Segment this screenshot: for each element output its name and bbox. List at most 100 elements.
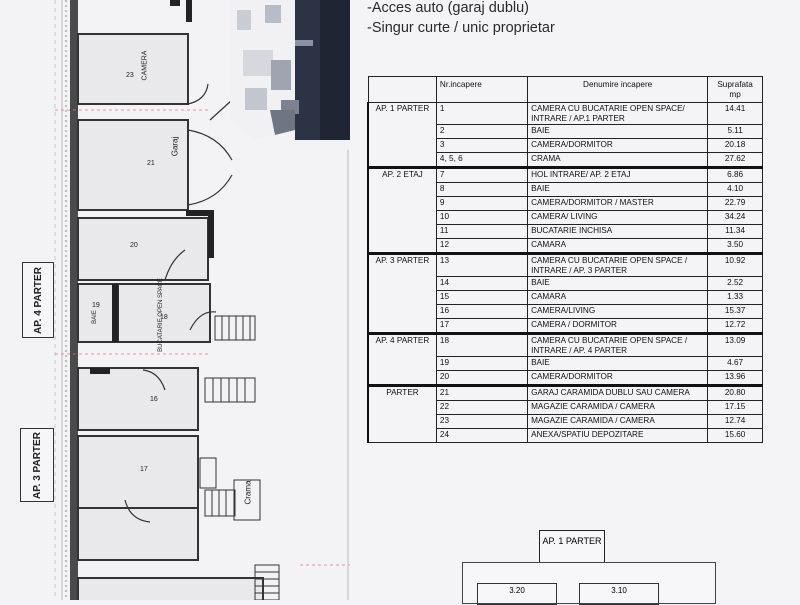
room-area-cell: 5.11 [707, 124, 763, 139]
room-number-cell: 23 [435, 414, 529, 429]
rooms-table-wrapper: Nr.incapere Denumire incapere Suprafata … [366, 76, 763, 443]
side-label-ap4-text: AP. 4 PARTER [32, 266, 44, 334]
room-lower [77, 577, 264, 600]
room-area-cell: 27.62 [707, 152, 763, 168]
plan-number-20: 20 [130, 242, 138, 249]
room-name-cell: CAMERA/DORMITOR [527, 370, 709, 386]
room-name-cell: CAMERA / DORMITOR [527, 318, 709, 334]
plan-number-16: 16 [150, 396, 158, 403]
room-area-cell: 6.86 [707, 166, 763, 183]
room-area-cell: 4.67 [707, 356, 763, 371]
room-name-cell: MAGAZIE CARAMIDA / CAMERA [527, 414, 709, 429]
room-area-cell: 15.37 [707, 304, 763, 319]
room-16 [77, 367, 199, 431]
header-suprafata: Suprafata mp [707, 76, 763, 103]
plan-label-baie-19: BAIE [91, 310, 98, 324]
apartment-cell: PARTER [366, 384, 437, 443]
bottom-plan-preview: 3.20 3.10 [462, 562, 716, 605]
room-number-cell: 10 [435, 210, 529, 225]
apartment-cell: AP. 4 PARTER [366, 332, 437, 386]
room-name-cell: BAIE [527, 182, 709, 197]
room-name-cell: BAIE [527, 276, 709, 291]
room-number-cell: 11 [435, 224, 529, 239]
room-20 [77, 217, 209, 281]
room-area-cell: 15.60 [707, 428, 763, 443]
header-nr-incapere: Nr.incapere [435, 76, 529, 103]
room-name-cell: CAMERA/DORMITOR [527, 138, 709, 153]
building-render-image [230, 0, 350, 140]
room-area-cell: 22.79 [707, 196, 763, 211]
room-name-cell: HOL INTRARE/ AP. 2 ETAJ [527, 166, 709, 183]
room-area-cell: 34.24 [707, 210, 763, 225]
room-name-cell: GARAJ CARAMIDA DUBLU SAU CAMERA [527, 384, 709, 401]
plan-label-garaj: Garaj [170, 136, 180, 157]
room-name-cell: CAMERA CU BUCATARIE OPEN SPACE / INTRARE… [527, 332, 709, 357]
room-number-cell: 12 [435, 238, 529, 254]
room-area-cell: 4.10 [707, 182, 763, 197]
room-name-cell: CAMERA CU BUCATARIE OPEN SPACE / INTRARE… [527, 252, 709, 277]
room-number-cell: 9 [435, 196, 529, 211]
room-number-cell: 16 [435, 304, 529, 319]
room-area-cell: 3.50 [707, 238, 763, 254]
room-18 [117, 283, 211, 343]
header-apartment [367, 76, 437, 103]
plan-number-21: 21 [147, 160, 155, 167]
room-number-cell: 18 [435, 332, 529, 357]
room-name-cell: CAMARA [527, 290, 709, 305]
room-number-cell: 22 [435, 400, 529, 415]
room-number-cell: 15 [435, 290, 529, 305]
bottom-dim-1: 3.20 [477, 583, 557, 605]
room-area-cell: 2.52 [707, 276, 763, 291]
room-number-cell: 2 [435, 124, 529, 139]
room-area-cell: 20.80 [707, 384, 763, 401]
room-number-cell: 13 [435, 252, 529, 277]
plan-number-23: 23 [126, 72, 134, 79]
room-number-cell: 24 [435, 428, 529, 443]
room-21-garaj [77, 119, 189, 211]
room-area-cell: 10.92 [707, 252, 763, 277]
room-number-cell: 17 [435, 318, 529, 334]
room-number-cell: 20 [435, 370, 529, 386]
side-label-ap4: AP. 4 PARTER [22, 262, 54, 338]
room-area-cell: 13.09 [707, 332, 763, 357]
plan-label-crama: Crama [243, 480, 253, 505]
headline-acces-auto: -Acces auto (garaj dublu) [367, 0, 529, 16]
room-name-cell: CAMERA/ LIVING [527, 210, 709, 225]
room-17 [77, 435, 199, 509]
room-number-cell: 21 [435, 384, 529, 401]
room-name-cell: BUCATARIE INCHISA [527, 224, 709, 239]
room-number-cell: 1 [435, 102, 529, 125]
room-name-cell: CAMERA/DORMITOR / MASTER [527, 196, 709, 211]
room-area-cell: 14.41 [707, 102, 763, 125]
rooms-table: Nr.incapere Denumire incapere Suprafata … [366, 76, 763, 443]
room-name-cell: CAMARA [527, 238, 709, 254]
plan-number-18: 18 [160, 314, 168, 321]
side-label-ap3-text: AP. 3 PARTER [31, 431, 43, 499]
room-area-cell: 11.34 [707, 224, 763, 239]
plan-number-19: 19 [92, 302, 100, 309]
room-number-cell: 19 [435, 356, 529, 371]
header-denumire: Denumire incapere [527, 76, 709, 103]
room-area-cell: 20.18 [707, 138, 763, 153]
room-23 [77, 33, 189, 105]
room-name-cell: BAIE [527, 356, 709, 371]
room-number-cell: 3 [435, 138, 529, 153]
room-name-cell: CAMERA/LIVING [527, 304, 709, 319]
room-number-cell: 8 [435, 182, 529, 197]
room-name-cell: CAMERA CU BUCATARIE OPEN SPACE/ INTRARE … [527, 102, 709, 125]
room-area-cell: 12.72 [707, 318, 763, 334]
room-name-cell: BAIE [527, 124, 709, 139]
room-area-cell: 12.74 [707, 414, 763, 429]
bottom-dim-2: 3.10 [579, 583, 659, 605]
